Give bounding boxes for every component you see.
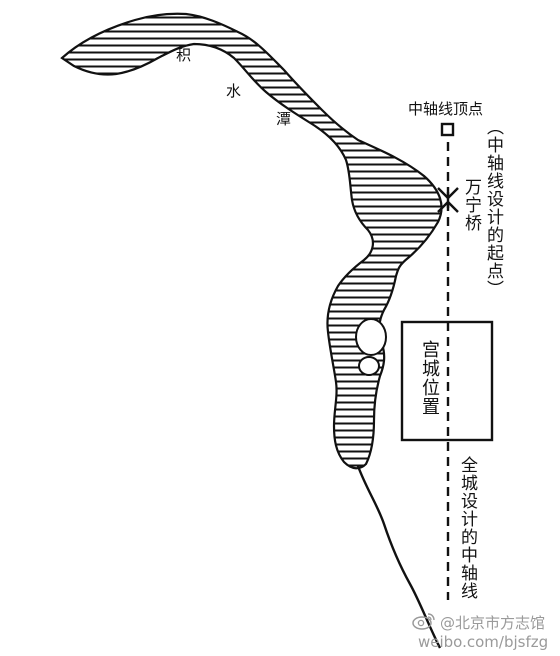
island-large [355,318,387,356]
watermark-url: weibo.com/bjsfzg [418,633,549,651]
axis-top-label: 中轴线顶点 [408,100,484,118]
palace-label: 宫城位置 [419,340,440,416]
lake-water-body [60,12,443,470]
lake-name-char-1: 积 [176,46,192,64]
river-channel [356,465,442,649]
axis-apex-marker [440,122,455,137]
bridge-icon [437,187,459,213]
lake-name-char-3: 潭 [276,110,292,128]
bridge-label: 万宁桥 [461,178,481,232]
weibo-logo-icon [412,613,435,630]
axis-start-note: （中轴线设计的起点） [483,118,503,298]
island-small [358,356,380,376]
watermark-account-name: @北京市方志馆 [440,614,546,632]
lake-name-char-2: 水 [226,82,242,100]
city-axis-label: 全城设计的中轴线 [457,456,477,600]
